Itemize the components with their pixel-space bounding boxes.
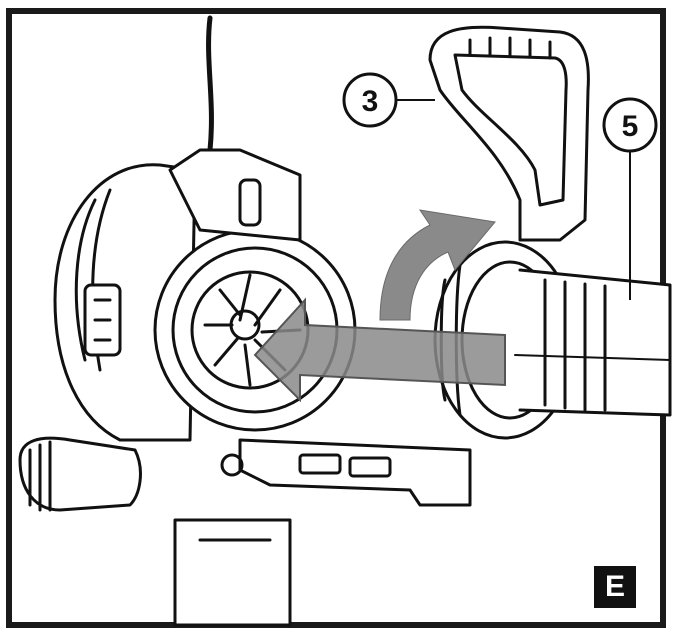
- rotation-arrow: [379, 209, 496, 321]
- insertion-arrow: [253, 297, 506, 403]
- figure-label: E: [594, 566, 636, 608]
- blower-tube: [518, 268, 672, 417]
- callout-5: 5: [602, 97, 658, 300]
- handle: [428, 25, 590, 242]
- callout-3-label: 3: [362, 85, 379, 118]
- motor-housing: [53, 163, 197, 442]
- side-knob: [18, 436, 142, 512]
- battery-pack: [173, 518, 292, 627]
- callout-5-label: 5: [622, 110, 639, 143]
- mount-bracket: [238, 438, 472, 507]
- power-cord: [206, 15, 214, 153]
- callout-3: 3: [342, 72, 435, 128]
